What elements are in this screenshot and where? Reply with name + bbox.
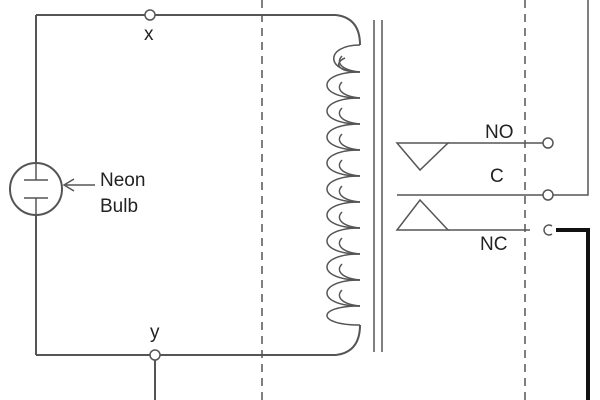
output-wire-upper bbox=[553, 0, 589, 196]
output-wire-lower bbox=[556, 228, 590, 400]
neon-bulb-icon bbox=[9, 162, 63, 216]
node-y-label: y bbox=[150, 322, 160, 343]
coil-top-lead bbox=[335, 14, 361, 46]
relay-coil-icon bbox=[326, 44, 361, 326]
terminal-nc-icon bbox=[543, 224, 553, 236]
node-x-label: x bbox=[144, 24, 154, 45]
contact-no-label: NO bbox=[485, 122, 514, 143]
bulb-label-arrow bbox=[62, 178, 95, 192]
node-x-terminal bbox=[144, 9, 156, 21]
node-y-terminal bbox=[149, 349, 161, 361]
contact-nc-label: NC bbox=[480, 234, 507, 255]
bulb-label-bulb: Bulb bbox=[100, 196, 138, 217]
bulb-label-neon: Neon bbox=[100, 170, 145, 191]
contact-no-triangle-icon bbox=[395, 142, 450, 172]
coil-bottom-lead bbox=[335, 324, 361, 356]
terminal-no bbox=[542, 137, 554, 149]
terminal-c bbox=[542, 189, 554, 201]
contact-c-label: C bbox=[490, 166, 504, 187]
contact-nc-triangle-icon bbox=[395, 198, 450, 231]
